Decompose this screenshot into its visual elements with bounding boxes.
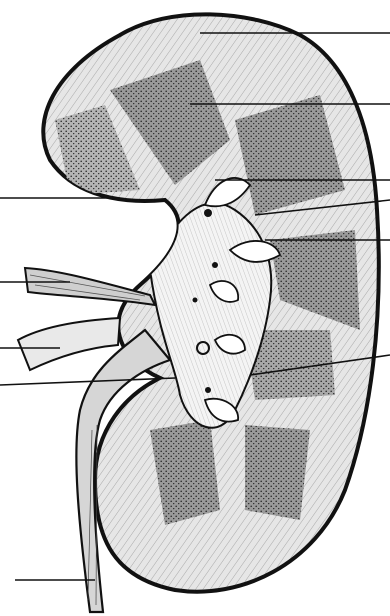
renal-vein <box>18 318 120 370</box>
